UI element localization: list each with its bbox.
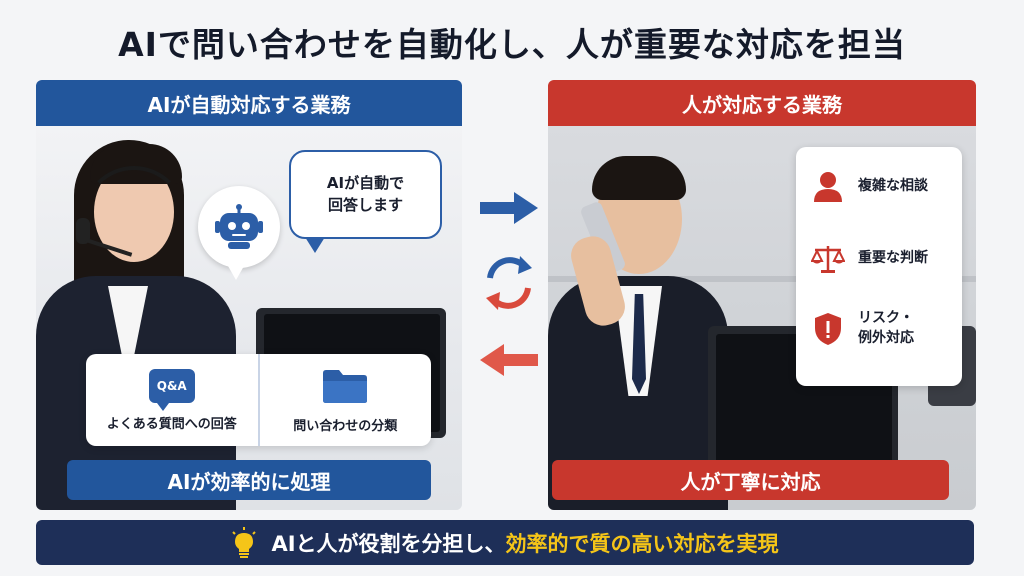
robot-avatar	[198, 186, 280, 280]
task-label-line-2: 例外対応	[858, 329, 914, 346]
classification-card: 問い合わせの分類	[257, 354, 432, 446]
task-risk-exception: リスク・ 例外対応	[810, 309, 914, 348]
task-complex-consultation: 複雑な相談	[810, 169, 928, 205]
arrow-right-icon	[480, 192, 538, 224]
faq-card-label: よくある質問への回答	[106, 416, 237, 432]
shield-icon	[815, 312, 841, 345]
task-label: 重要な判断	[858, 250, 928, 267]
ai-panel-header: AIが自動対応する業務	[36, 80, 462, 126]
lightbulb-icon	[232, 526, 257, 558]
arrow-left-icon	[480, 344, 538, 376]
scale-icon	[811, 246, 845, 273]
bubble-line-2: 回答します	[327, 195, 403, 214]
human-summary-band: 人が丁寧に対応	[552, 460, 949, 500]
person-icon	[814, 172, 842, 202]
footer-text-highlight: 効率的で質の高い対応を実現	[505, 531, 779, 556]
robot-icon	[215, 204, 263, 249]
footer-text-white: AIと人が役割を分担し、	[271, 531, 506, 556]
ai-speech-bubble: AIが自動で 回答します	[289, 150, 442, 253]
footer-banner: AIと人が役割を分担し、効率的で質の高い対応を実現	[36, 520, 974, 565]
human-panel-header: 人が対応する業務	[548, 80, 976, 126]
ai-task-cards: Q&A よくある質問への回答 問い合わせの分類	[86, 354, 431, 446]
folder-icon	[323, 369, 368, 403]
faq-card: Q&A よくある質問への回答	[86, 354, 258, 446]
classification-card-label: 問い合わせの分類	[293, 418, 398, 434]
task-label-line-1: リスク・	[858, 310, 914, 326]
refresh-cycle-icon	[486, 256, 532, 310]
page-title: AIで問い合わせを自動化し、人が重要な対応を担当	[118, 25, 906, 64]
task-label: 複雑な相談	[858, 178, 928, 195]
qa-icon: Q&A	[148, 368, 195, 411]
bubble-line-1: AIが自動で	[326, 173, 405, 192]
human-tasks-card: 複雑な相談 重要な判断 リスク・ 例外対応	[796, 147, 962, 386]
ai-summary-band: AIが効率的に処理	[67, 460, 431, 500]
task-important-judgement: 重要な判断	[810, 241, 928, 277]
